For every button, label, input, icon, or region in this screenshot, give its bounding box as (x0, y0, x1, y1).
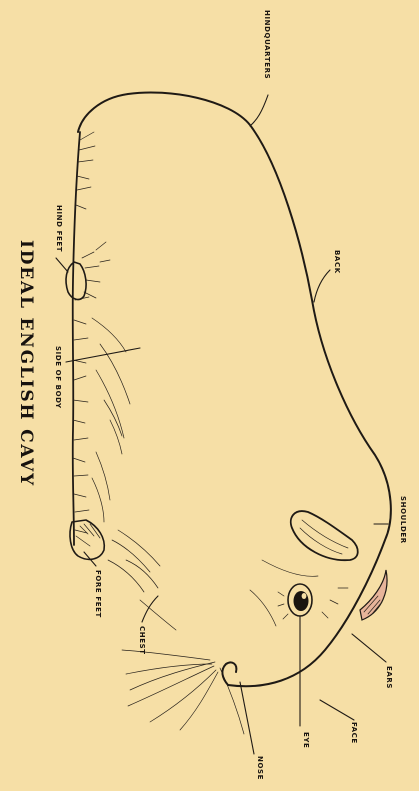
diagram-title: IDEAL ENGLISH CAVY (16, 240, 36, 487)
hind-foot (66, 262, 86, 299)
label-eye: EYE (302, 732, 310, 748)
chest-fur (108, 530, 176, 630)
label-back: BACK (333, 250, 341, 274)
eye (278, 584, 312, 619)
ear (291, 511, 358, 560)
side-fur (92, 318, 130, 522)
cavy-belly-line (73, 132, 80, 545)
label-hind-feet: HIND FEET (55, 205, 63, 252)
label-chest: CHEST (138, 626, 146, 655)
label-fore-feet: FORE FEET (94, 570, 102, 618)
label-nose: NOSE (256, 756, 264, 780)
label-ears: EARS (385, 666, 393, 689)
label-side-of-body: SIDE OF BODY (54, 346, 62, 409)
fore-foot (70, 520, 104, 559)
leader-lines (56, 95, 388, 754)
whiskers (122, 650, 244, 734)
label-shoulder: SHOULDER (399, 496, 407, 544)
label-hindquarters: HINDQUARTERS (263, 10, 271, 79)
nose (222, 662, 236, 685)
label-face: FACE (350, 722, 358, 744)
